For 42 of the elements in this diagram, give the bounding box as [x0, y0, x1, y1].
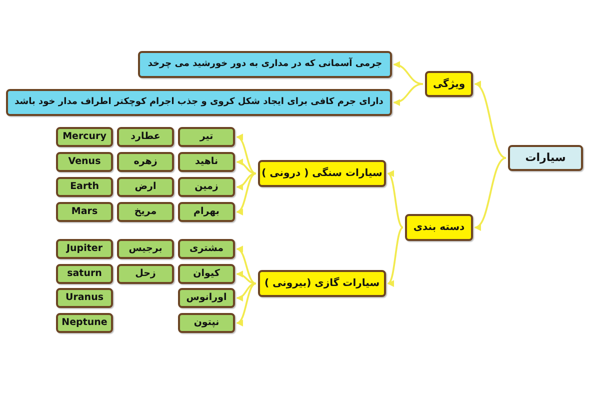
planet-name-box: saturn — [56, 264, 113, 284]
connector-arrow — [387, 172, 404, 228]
planet-name-box: بهرام — [178, 202, 235, 222]
planet-name-box: مریخ — [117, 202, 174, 222]
connector-arrow — [236, 282, 256, 324]
connector-arrow — [393, 62, 424, 85]
planet-name-box: زهره — [117, 152, 174, 172]
branch-box: سیارات گازی (بیرونی ) — [258, 270, 386, 297]
planet-name-box: ناهید — [178, 152, 235, 172]
planet-name-box: Mercury — [56, 127, 113, 147]
planet-name-box: اورانوس — [178, 288, 235, 308]
planet-name-box: Mars — [56, 202, 113, 222]
connector-arrow — [236, 172, 256, 214]
definition-box: دارای جرم کافی برای ایجاد شکل کروی و جذب اجرام کوچکتر اطراف مدار خود باشد — [6, 89, 392, 116]
planet-name-box: عطارد — [117, 127, 174, 147]
planet-name-box: Venus — [56, 152, 113, 172]
planet-name-box: Neptune — [56, 313, 113, 333]
connector-arrow — [236, 172, 256, 190]
connector-arrow — [236, 271, 256, 284]
branch-box: دسته بندی — [405, 214, 473, 241]
definition-box: جرمی آسمانی که در مداری به دور خورشید می چرخد — [138, 51, 392, 78]
branch-box: سیارات سنگی ( درونی ) — [258, 160, 386, 187]
connector-arrow — [474, 83, 506, 159]
connector-arrow — [236, 136, 256, 174]
planet-name-box: کیوان — [178, 264, 235, 284]
planet-name-box: تیر — [178, 127, 235, 147]
branch-box: ویژگی — [425, 71, 473, 97]
planet-name-box: Jupiter — [56, 239, 113, 259]
connector-arrow — [393, 83, 424, 106]
planet-name-box: Uranus — [56, 288, 113, 308]
planet-name-box: ارض — [117, 177, 174, 197]
planet-name-box: نپتون — [178, 313, 235, 333]
connector-arrow — [236, 247, 256, 284]
connector-arrow — [474, 157, 506, 229]
planet-name-box: مشتری — [178, 239, 235, 259]
planet-name-box: برجیس — [117, 239, 174, 259]
planet-name-box: زحل — [117, 264, 174, 284]
connector-arrow — [236, 159, 256, 174]
connector-arrow — [387, 226, 404, 284]
planet-name-box: زمین — [178, 177, 235, 197]
central-topic-box: سیارات — [508, 145, 583, 171]
planet-name-box: Earth — [56, 177, 113, 197]
